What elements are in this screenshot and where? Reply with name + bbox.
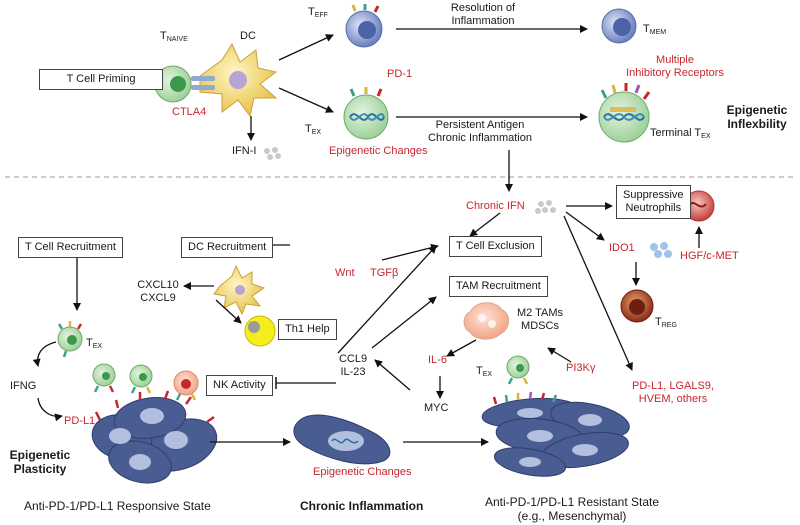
- epigenetic-changes-bottom: Epigenetic Changes: [313, 466, 412, 478]
- wnt-label: Wnt: [335, 267, 355, 279]
- t-eff-cell: [345, 4, 383, 48]
- ifn-particles-icon: [264, 147, 281, 160]
- pd-l1-label: PD-L1: [64, 415, 96, 427]
- tgfb-label: TGFβ: [370, 267, 399, 279]
- t-ex-left-label: TEX: [86, 337, 103, 350]
- t-ex-label: TEX: [305, 123, 322, 136]
- pdl1-list-label: PD-L1, LGALS9,HVEM, others: [632, 380, 714, 405]
- hgf-cmet-label: HGF/c-MET: [680, 250, 739, 262]
- ido1-particles-icon: [650, 242, 672, 258]
- ifng-label: IFNG: [10, 380, 37, 392]
- arrow-ifn-to-ido1: [565, 211, 605, 241]
- arrow-ifn-to-pdl1-list: [563, 215, 633, 371]
- arrow-dc-to-th1: [215, 299, 242, 324]
- pd1-label: PD-1: [387, 68, 413, 80]
- dendritic-cell-small: [213, 264, 266, 316]
- t-reg-label: TREG: [655, 316, 677, 329]
- t-mem-label: TMEM: [643, 23, 667, 36]
- t-ex-right-label: TEX: [476, 365, 493, 378]
- dc-label: DC: [240, 30, 256, 42]
- t-cell-exclusion-box: T Cell Exclusion: [449, 236, 542, 257]
- t-ex-cell: [343, 87, 389, 140]
- dendritic-cell: [191, 42, 278, 118]
- chronic-ifn-label: Chronic IFN: [466, 200, 525, 212]
- t-cell-priming-box: T Cell Priming: [39, 69, 163, 90]
- t-reg-cell: [620, 289, 654, 323]
- arrow-tex-to-ifng: [32, 341, 57, 367]
- arrow-ccl9-to-exclusion: [337, 245, 437, 354]
- responsive-state-label: Anti-PD-1/PD-L1 Responsive State: [24, 499, 211, 513]
- chronic-ifn-particles-icon: [535, 200, 556, 214]
- m2-tam-cell: [463, 302, 509, 340]
- ifn-i-label: IFN-I: [232, 145, 257, 157]
- il6-label: IL-6: [428, 354, 447, 366]
- arrow-ifng-to-pdl1: [37, 397, 63, 422]
- th1-help-box: Th1 Help: [278, 319, 337, 340]
- epigenetic-changes-top: Epigenetic Changes: [329, 145, 428, 157]
- terminal-tex-label: Terminal TEX: [650, 127, 711, 140]
- arrow-dc-to-teff: [278, 34, 334, 61]
- arrow-ccl9-to-tam: [371, 296, 437, 349]
- t-naive-label: TNAIVE: [160, 30, 188, 43]
- arrow-tgfb-to-exclusion: [381, 243, 439, 261]
- immune-cells-row: [92, 363, 199, 401]
- tumor-cluster-right: [481, 391, 630, 477]
- th1-cell: [244, 315, 276, 347]
- t-ex-cell-right: [506, 355, 530, 385]
- dc-recruitment-box: DC Recruitment: [181, 237, 274, 258]
- pi3k-label: PI3Kγ: [566, 362, 596, 374]
- arrow-tam-to-il6: [446, 339, 477, 357]
- t-eff-label: TEFF: [308, 6, 328, 19]
- myc-label: MYC: [424, 402, 449, 414]
- ido1-label: IDO1: [609, 242, 635, 254]
- chronic-inflammation-label: Chronic Inflammation: [300, 499, 424, 513]
- t-ex-cell-left: [57, 321, 83, 358]
- tam-recruitment-box: TAM Recruitment: [449, 276, 548, 297]
- arrow-dc-to-tex: [278, 87, 334, 113]
- arrow-ifn-to-exclusion: [469, 212, 501, 237]
- resistant-state-label: Anti-PD-1/PD-L1 Resistant State(e.g., Me…: [484, 495, 660, 523]
- terminal-t-ex-cell: [598, 83, 651, 143]
- arrow-myc-to-ccl9: [374, 359, 411, 391]
- ctla4-label: CTLA4: [172, 106, 207, 118]
- arrow-pi3k-to-tam: [547, 347, 572, 363]
- tumor-cell-middle: [293, 414, 391, 465]
- t-mem-cell: [601, 8, 637, 44]
- nk-activity-box: NK Activity: [206, 375, 273, 396]
- t-cell-recruitment-box: T Cell Recruitment: [18, 237, 123, 258]
- tumor-cluster-left: [91, 390, 218, 484]
